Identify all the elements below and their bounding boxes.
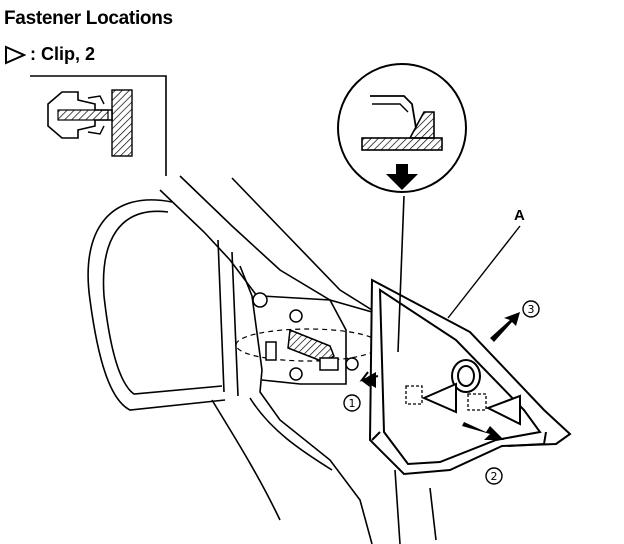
step-2-arrow: 2 [462, 422, 504, 485]
step-3-arrow: 3 [490, 300, 540, 342]
part-a-cover [368, 278, 572, 476]
step-3-label: 3 [528, 303, 535, 316]
clip-marker-2 [485, 394, 521, 426]
step-1-arrow: 1 [343, 371, 379, 412]
mounting-hardware [252, 292, 359, 381]
clip-detail-inset [30, 75, 167, 176]
page-title: Fastener Locations [4, 8, 173, 29]
clip-marker-1 [421, 382, 457, 414]
detail-leader-line [397, 195, 405, 353]
callout-a-leader [447, 225, 521, 319]
step-1-label: 1 [349, 397, 356, 410]
step-2-label: 2 [491, 470, 498, 483]
clip-triangle-icon [5, 44, 26, 65]
legend: : Clip, 2 [4, 44, 95, 65]
legend-label: : Clip, 2 [30, 44, 96, 64]
magnified-detail [337, 63, 467, 193]
callout-a: A [514, 207, 525, 224]
vehicle-body [87, 175, 437, 544]
